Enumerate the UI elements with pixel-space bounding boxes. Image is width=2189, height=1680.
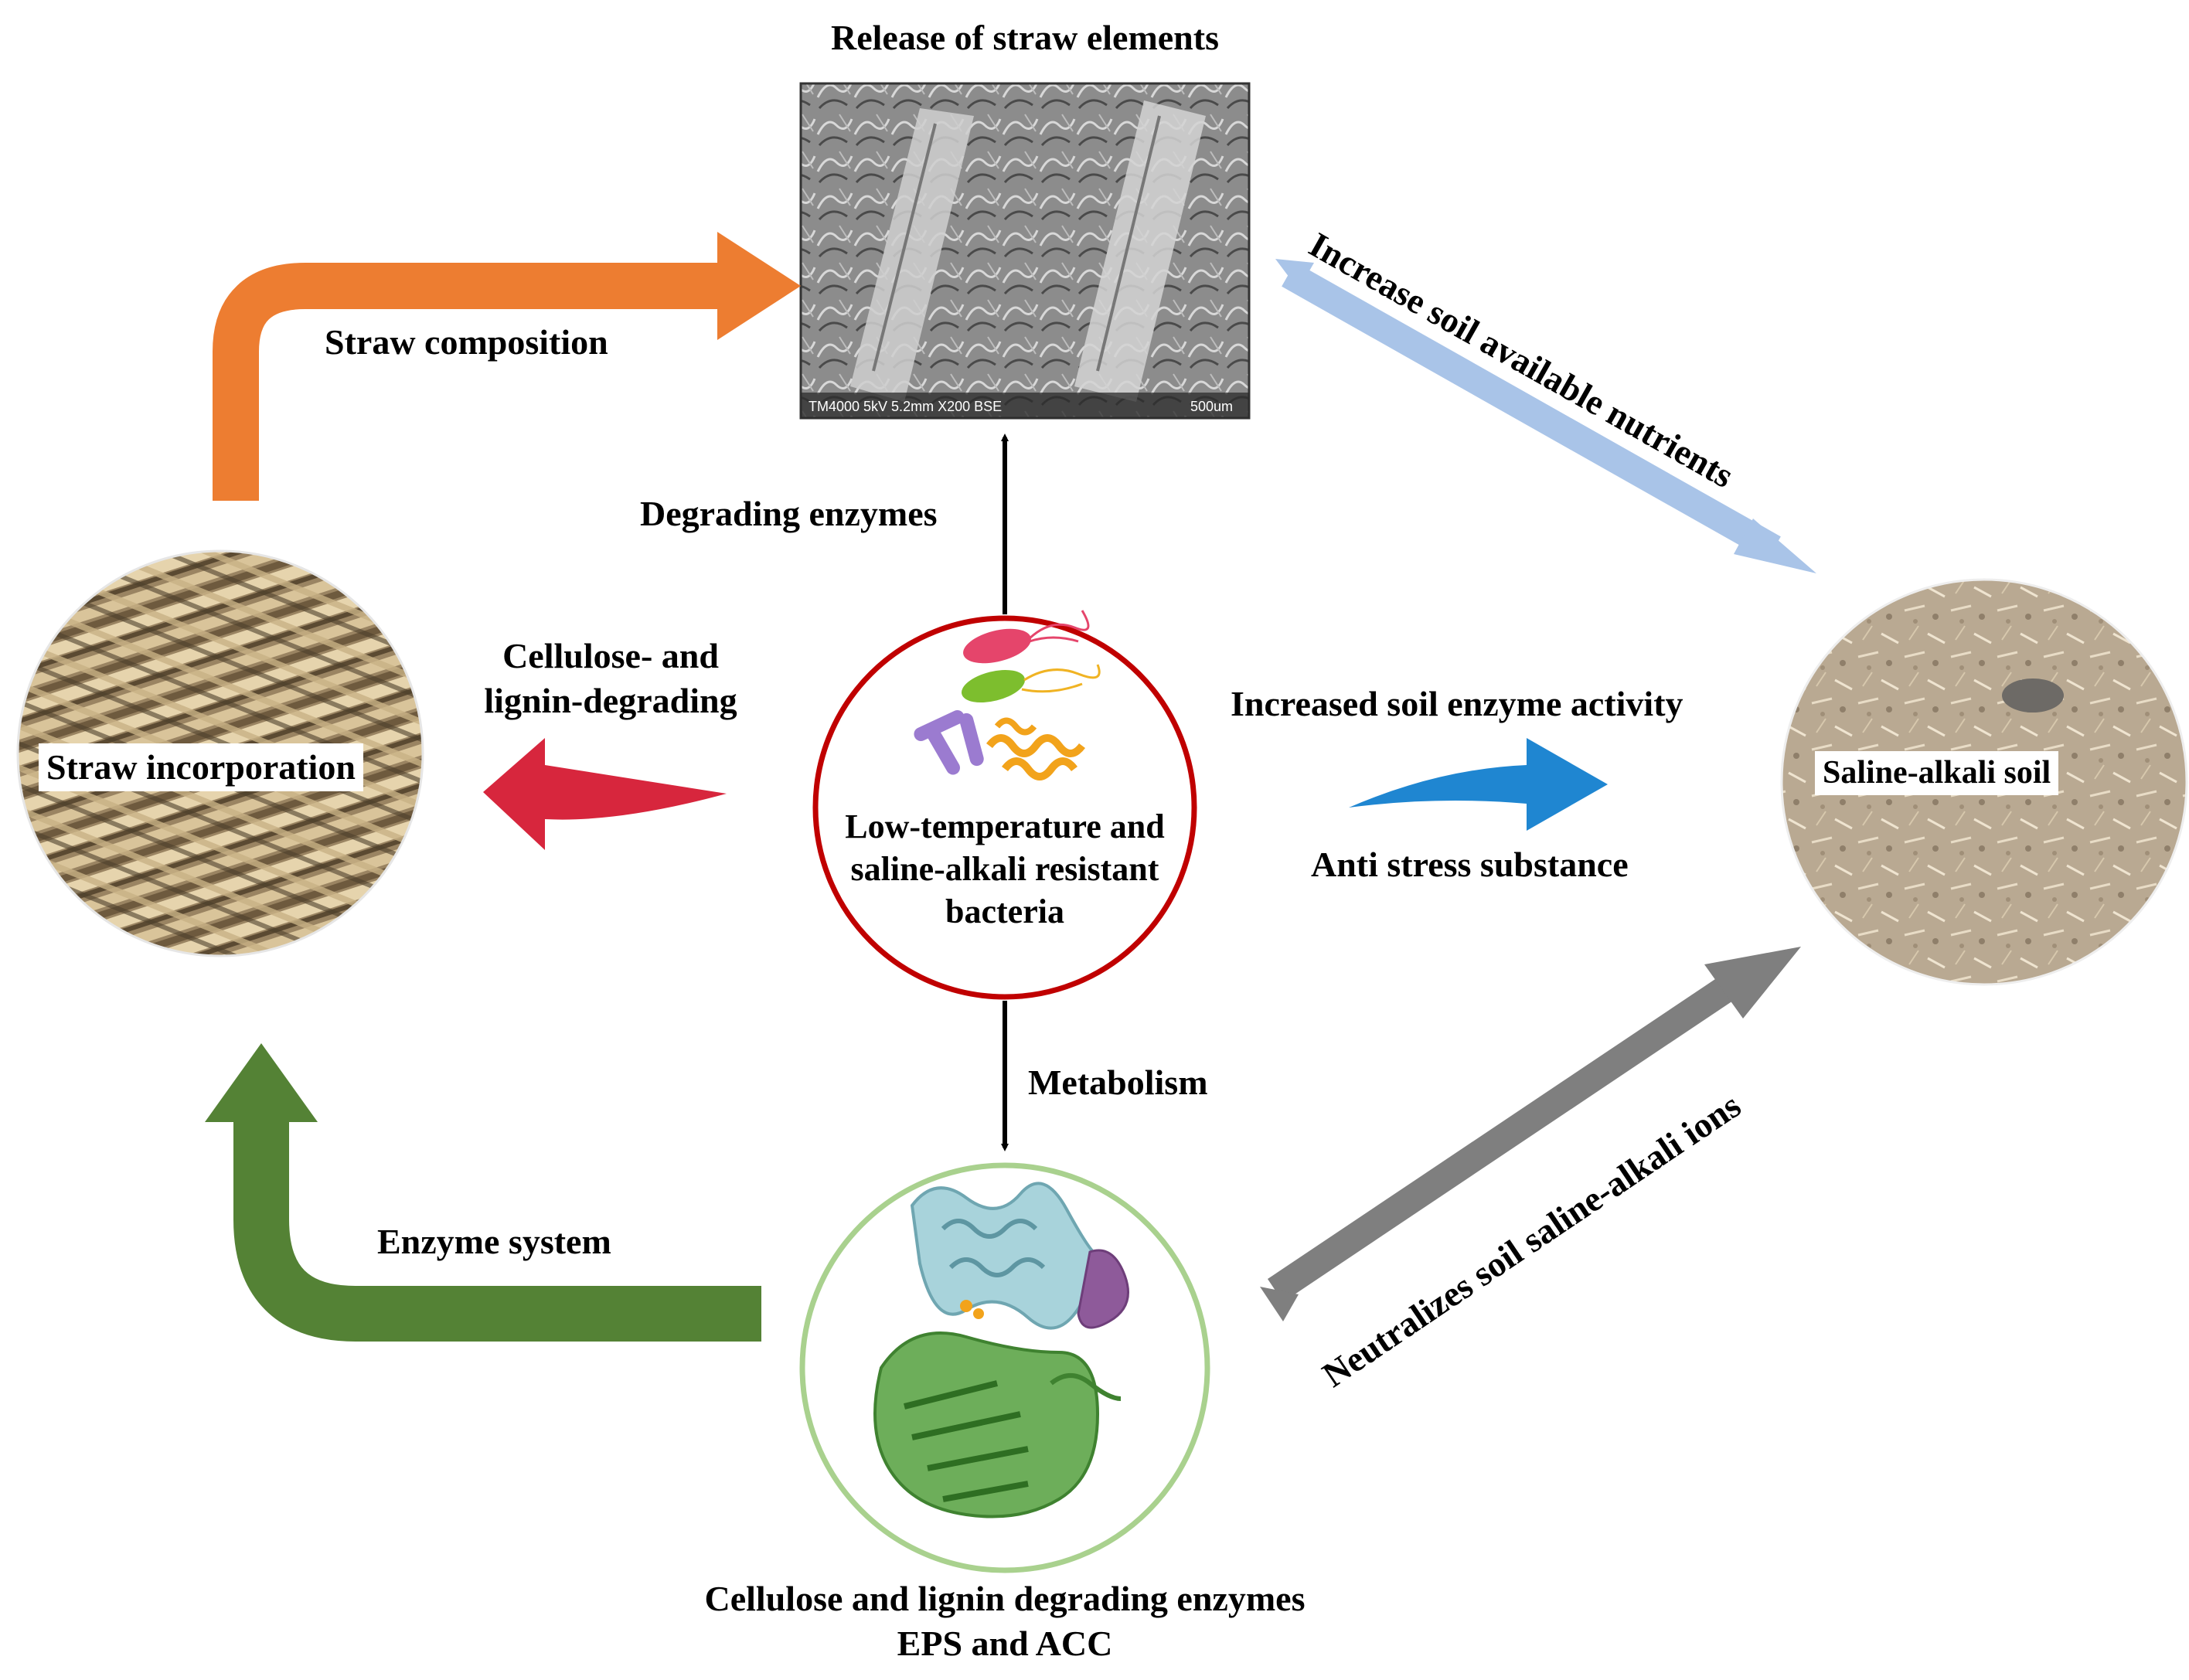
arrow-enzyme-system	[205, 1043, 761, 1342]
label-metabolism: Metabolism	[1028, 1063, 1208, 1102]
enzymes-label-line1: Cellulose and lignin degrading enzymes	[704, 1579, 1306, 1618]
arrow-increase-nutrients	[1275, 259, 1816, 573]
label-degrading-enzymes: Degrading enzymes	[640, 494, 938, 533]
bacteria-label-line2: saline-alkali resistant	[850, 850, 1159, 888]
bacteria-label-line3: bacteria	[945, 893, 1064, 930]
node-straw-incorporation: Straw incorporation	[39, 743, 363, 791]
bacteria-icon	[914, 610, 1101, 780]
enzymes-label-line2: EPS and ACC	[897, 1623, 1113, 1663]
label-increased-soil-enzyme-activity: Increased soil enzyme activity	[1231, 684, 1683, 723]
top-title: Release of straw elements	[831, 18, 1219, 57]
label-enzyme-system: Enzyme system	[377, 1222, 611, 1261]
node-bacteria-label: Low-temperature and saline-alkali resist…	[819, 805, 1190, 933]
node-saline-alkali-soil: Saline-alkali soil	[1815, 751, 2059, 795]
label-straw-composition: Straw composition	[325, 322, 608, 362]
label-anti-stress-substance: Anti stress substance	[1311, 845, 1629, 884]
label-cellulose-line1: Cellulose- and	[502, 636, 719, 675]
sem-caption-left: TM4000 5kV 5.2mm X200 BSE	[809, 399, 1002, 414]
sem-caption-right: 500um	[1190, 399, 1233, 414]
bacteria-circle	[812, 610, 1197, 1000]
arrow-soil-enzyme	[1349, 738, 1608, 831]
label-cellulose-line2: lignin-degrading	[484, 680, 737, 720]
label-cellulose-lignin-degrading: Cellulose- and lignin-degrading	[460, 634, 761, 723]
bacteria-label-line1: Low-temperature and	[845, 808, 1165, 845]
sem-micrograph-image: TM4000 5kV 5.2mm X200 BSE 500um	[799, 82, 1251, 420]
node-enzymes-label: Cellulose and lignin degrading enzymes E…	[618, 1576, 1391, 1665]
arrow-cellulose-lignin	[483, 738, 727, 850]
arrow-straw-composition	[213, 232, 801, 501]
enzyme-structure-circle	[799, 1162, 1210, 1573]
protein-structure-icon	[873, 1182, 1129, 1518]
arrow-neutralizes	[1260, 947, 1801, 1321]
